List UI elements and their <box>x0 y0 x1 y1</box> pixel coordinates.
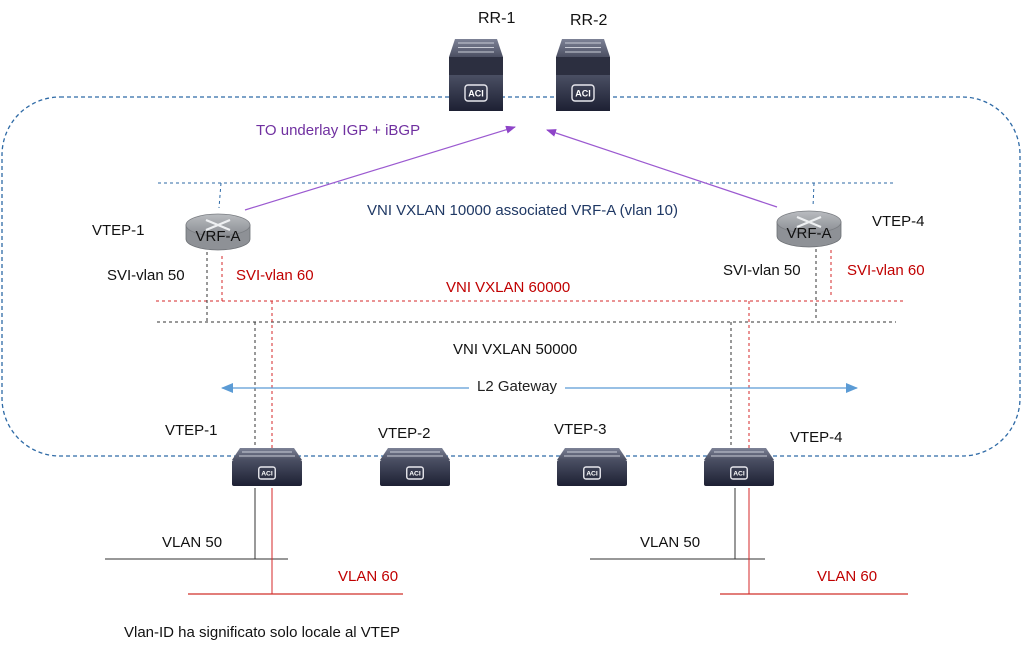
router-vtep4-label: VTEP-4 <box>872 213 925 230</box>
aci-logo-icon: ACI <box>464 84 488 102</box>
aci-logo-icon: ACI <box>571 84 595 102</box>
leaf-vtep3-label: VTEP-3 <box>554 421 607 438</box>
svg-text:ACI: ACI <box>575 89 591 99</box>
spine-switch-rr2-icon[interactable]: ACI <box>556 39 610 111</box>
leaf-switch-vtep1-icon[interactable]: ACI <box>232 448 302 486</box>
svg-text:ACI: ACI <box>409 471 421 478</box>
underlay-label: TO underlay IGP + iBGP <box>256 122 421 139</box>
svg-text:ACI: ACI <box>586 471 598 478</box>
router-vrf-label: VRF-A <box>196 228 241 245</box>
fabric-boundary <box>1 96 1021 457</box>
rr2-label: RR-2 <box>570 12 608 29</box>
router-vtep1-label: VTEP-1 <box>92 222 145 239</box>
vtep4-svi60-label: SVI-vlan 60 <box>847 262 925 279</box>
vni-50000-label: VNI VXLAN 50000 <box>453 341 578 358</box>
right-vlan60-label: VLAN 60 <box>817 568 878 585</box>
l2-gateway-label: L2 Gateway <box>469 379 566 394</box>
left-vlan50-label: VLAN 50 <box>162 534 223 551</box>
rr1-label: RR-1 <box>478 10 516 27</box>
router-vrf-label: VRF-A <box>787 225 832 242</box>
vni-60000-label: VNI VXLAN 60000 <box>446 279 571 296</box>
vtep1-router-uplink <box>218 182 222 209</box>
aci-logo-icon: ACI <box>583 466 601 480</box>
vtep1-svi50-label: SVI-vlan 50 <box>107 267 185 284</box>
leaf-vtep2-label: VTEP-2 <box>378 425 431 442</box>
vtep4-svi50-label: SVI-vlan 50 <box>723 262 801 279</box>
leaf-switch-vtep4-icon[interactable]: ACI <box>704 448 774 486</box>
vtep1-svi60-label: SVI-vlan 60 <box>236 267 314 284</box>
underlay-arrow-vtep1 <box>244 125 516 211</box>
svg-text:ACI: ACI <box>468 89 484 99</box>
vtep4-router-uplink <box>812 182 815 208</box>
footnote: Vlan-ID ha significato solo locale al VT… <box>124 624 400 641</box>
leaf-vtep4-label: VTEP-4 <box>790 429 843 446</box>
spine-switch-rr1-icon[interactable]: ACI <box>449 39 503 111</box>
right-vlan50-label: VLAN 50 <box>640 534 701 551</box>
leaf-switch-vtep3-icon[interactable]: ACI <box>557 448 627 486</box>
vni-10000-label: VNI VXLAN 10000 associated VRF-A (vlan 1… <box>367 202 678 219</box>
leaf-switch-vtep2-icon[interactable]: ACI <box>380 448 450 486</box>
left-vlan60-label: VLAN 60 <box>338 568 399 585</box>
svg-text:ACI: ACI <box>261 471 273 478</box>
router-vtep1-icon[interactable]: VRF-A <box>185 213 251 251</box>
aci-logo-icon: ACI <box>258 466 276 480</box>
underlay-arrow-vtep4 <box>546 129 778 208</box>
router-vtep4-icon[interactable]: VRF-A <box>776 210 842 248</box>
svg-text:ACI: ACI <box>733 471 745 478</box>
aci-logo-icon: ACI <box>406 466 424 480</box>
leaf-vtep1-label: VTEP-1 <box>165 422 218 439</box>
aci-logo-icon: ACI <box>730 466 748 480</box>
